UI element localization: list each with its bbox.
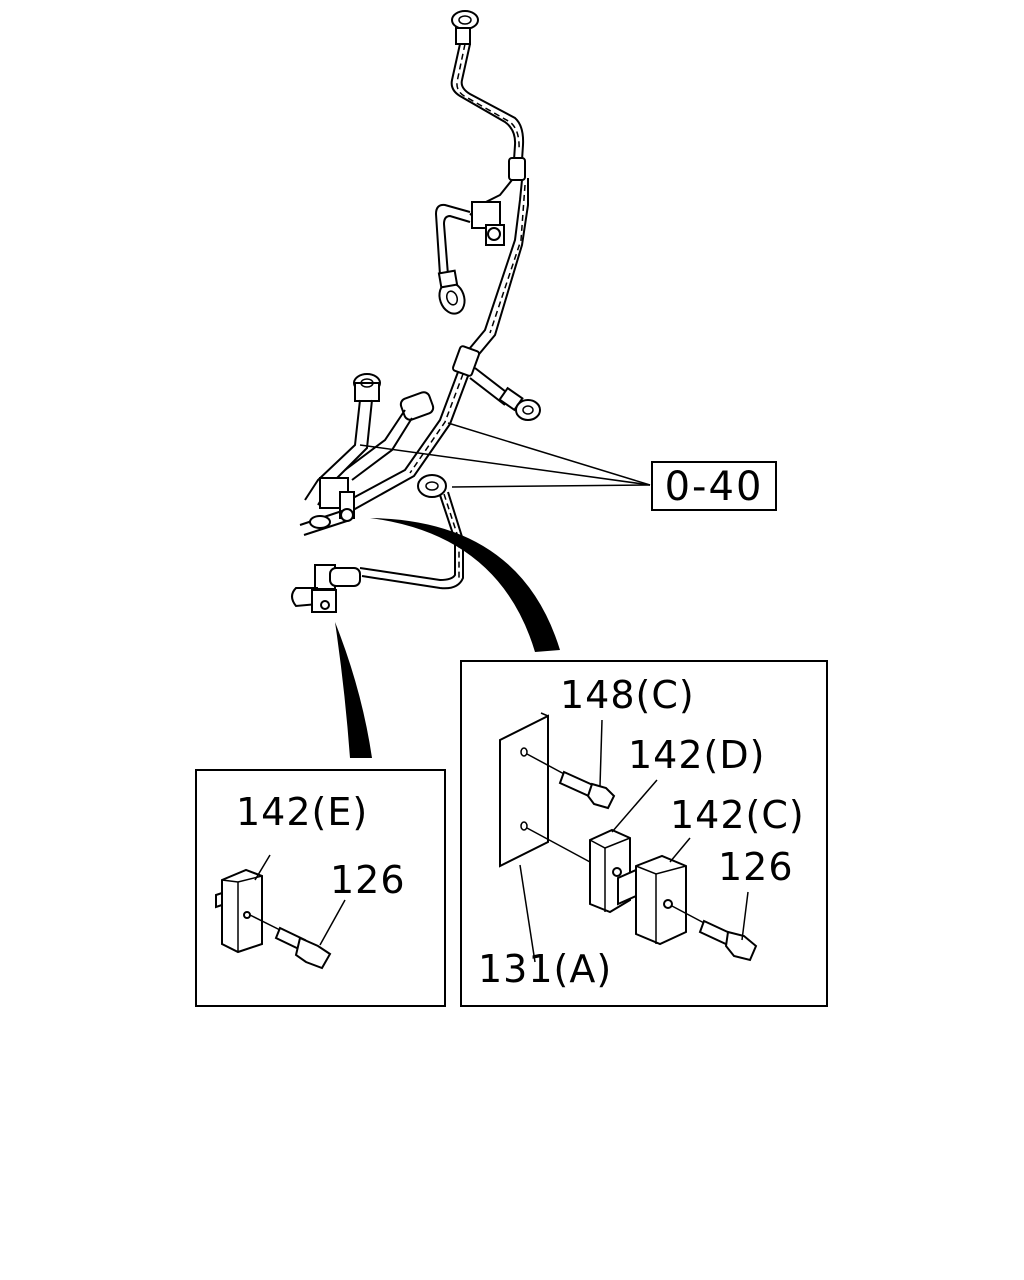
fuel-pipe-assembly <box>291 10 541 613</box>
label-142E: 142(E) <box>236 790 368 834</box>
label-126-left: 126 <box>330 858 406 902</box>
label-142D: 142(D) <box>628 733 765 777</box>
callout-arrow-left <box>335 622 372 758</box>
reference-code: 0-40 <box>665 464 764 510</box>
reference-box: 0-40 <box>651 461 777 511</box>
callout-arrow-right <box>370 518 560 652</box>
detail-box-right: 148(C) 142(D) 142(C) 126 131(A) <box>460 660 828 1007</box>
label-126-right: 126 <box>718 845 794 889</box>
label-148C: 148(C) <box>560 673 695 717</box>
label-131A: 131(A) <box>478 947 612 991</box>
reference-leaders <box>359 422 651 488</box>
label-142C: 142(C) <box>670 793 805 837</box>
detail-box-left: 142(E) 126 <box>195 769 446 1007</box>
